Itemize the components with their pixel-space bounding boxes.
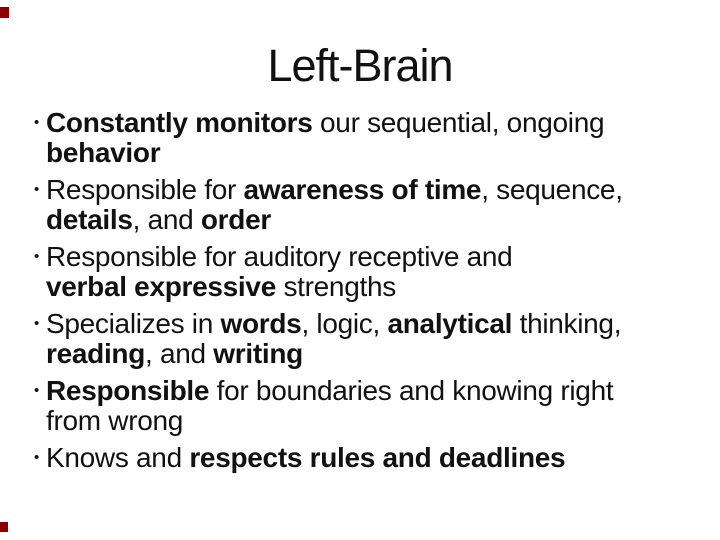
bullet-icon: • (34, 315, 40, 332)
bold-text-segment: Responsible (46, 375, 210, 406)
slide-title: Left-Brain (267, 40, 453, 91)
bullet-text: Knows and respects rules and deadlines (46, 443, 706, 473)
bullet-line: Constantly monitors our sequential, ongo… (46, 108, 706, 138)
list-item: • Responsible for awareness of time, sequ… (34, 175, 706, 235)
text-segment: thinking, (512, 308, 622, 339)
bullet-line: Responsible for auditory receptive and (46, 242, 706, 272)
bullet-icon: • (34, 114, 40, 131)
bullet-line: Responsible for boundaries and knowing r… (46, 376, 706, 406)
bullet-text: Responsible for boundaries and knowing r… (46, 376, 706, 436)
text-segment: our sequential, ongoing (312, 107, 605, 138)
bullet-line: verbal expressive strengths (46, 272, 706, 302)
text-segment: , and (132, 204, 201, 235)
bold-text-segment: writing (213, 338, 303, 369)
bullet-line: Specializes in words, logic, analytical … (46, 309, 706, 339)
list-item: • Constantly monitors our sequential, ong… (34, 108, 706, 168)
bullet-text: Constantly monitors our sequential, ongo… (46, 108, 706, 168)
bold-text-segment: verbal expressive (46, 271, 276, 302)
bullet-icon: • (34, 181, 40, 198)
text-segment: Responsible for auditory receptive and (46, 241, 513, 272)
bullet-line: reading, and writing (46, 339, 706, 369)
text-segment: , and (145, 338, 214, 369)
bullet-list: • Constantly monitors our sequential, ong… (34, 108, 706, 480)
text-segment: Specializes in (46, 308, 221, 339)
text-segment: Knows and (46, 442, 190, 473)
bold-text-segment: order (200, 204, 271, 235)
red-edge-mark-top (0, 7, 9, 18)
bullet-line: behavior (46, 138, 706, 168)
bold-text-segment: analytical (387, 308, 513, 339)
bold-text-segment: reading (46, 338, 146, 369)
bold-text-segment: behavior (46, 137, 161, 168)
text-segment: strengths (275, 271, 396, 302)
bullet-line: Responsible for awareness of time, seque… (46, 175, 706, 205)
bold-text-segment: Constantly monitors (46, 107, 313, 138)
bullet-text: Specializes in words, logic, analytical … (46, 309, 706, 369)
bullet-text: Responsible for awareness of time, seque… (46, 175, 706, 235)
list-item: • Specializes in words, logic, analytical… (34, 309, 706, 369)
list-item: • Responsible for boundaries and knowing … (34, 376, 706, 436)
text-segment: , logic, (301, 308, 388, 339)
bullet-icon: • (34, 382, 40, 399)
bullet-line: from wrong (46, 406, 706, 436)
bold-text-segment: respects rules and deadlines (189, 442, 566, 473)
red-edge-mark-bottom (0, 522, 8, 532)
bold-text-segment: words (220, 308, 302, 339)
text-segment: Responsible for (46, 174, 244, 205)
bullet-icon: • (34, 248, 40, 265)
bullet-line: details, and order (46, 205, 706, 235)
list-item: • Knows and respects rules and deadlines (34, 443, 706, 473)
bold-text-segment: details (46, 204, 133, 235)
text-segment: , sequence, (481, 174, 623, 205)
text-segment: for boundaries and knowing right (209, 375, 614, 406)
bullet-icon: • (34, 449, 40, 466)
text-segment: from wrong (46, 405, 184, 436)
bold-text-segment: awareness of time (243, 174, 482, 205)
bullet-line: Knows and respects rules and deadlines (46, 443, 706, 473)
